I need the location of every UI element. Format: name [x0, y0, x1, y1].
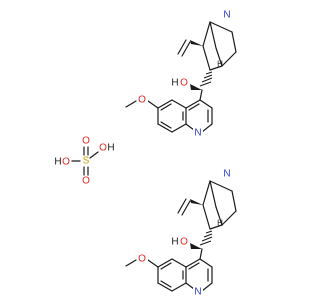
bond — [202, 21, 211, 47]
bridgehead-hydrogen-label: H — [217, 60, 223, 69]
bond — [209, 180, 217, 208]
quinine-molecule-top: N H H O O N — [125, 9, 237, 139]
bond — [125, 259, 137, 267]
sulfate-oh-hydrogen-label: H — [107, 143, 114, 154]
sulfate-oxo-oxygen-bottom-label: O — [82, 176, 90, 187]
bond — [188, 262, 200, 270]
bond — [209, 224, 223, 230]
bond — [221, 210, 237, 226]
bond — [157, 99, 173, 109]
bond — [209, 21, 233, 33]
hydroxyl-hydrogen-label: H — [171, 237, 178, 248]
hydroxyl-hydrogen-label: H — [171, 78, 178, 89]
quinoline-nitrogen-label: N — [194, 287, 201, 298]
chemical-structure-drawing: N H H O O N H O S O O O H — [54, 9, 237, 298]
stereo-hash-bond — [199, 71, 213, 87]
hydroxyl-oxygen-label: O — [180, 237, 188, 248]
bond — [160, 280, 172, 288]
bond — [202, 180, 211, 206]
stereo-wedge-bond — [190, 40, 203, 46]
sulfate-ho-oxygen-label: O — [62, 157, 70, 168]
bond — [181, 200, 191, 216]
bond — [215, 47, 223, 67]
bond — [202, 204, 211, 230]
stereo-wedge-bond — [190, 243, 202, 249]
bond — [231, 190, 237, 212]
bond — [157, 282, 173, 292]
bond — [157, 123, 173, 133]
bond — [147, 100, 159, 109]
sulfate-ho-hydrogen-label: H — [54, 157, 61, 168]
stereo-wedge-bond — [190, 199, 203, 205]
sulfur-label: S — [83, 156, 90, 167]
bond — [125, 100, 137, 108]
bond — [221, 51, 237, 67]
bond — [201, 282, 213, 292]
bond — [199, 248, 203, 260]
bond — [188, 103, 200, 111]
bond — [185, 258, 201, 268]
sulfate-oh-oxygen-label: O — [99, 143, 107, 154]
bond — [215, 206, 223, 226]
bond — [171, 99, 187, 109]
bond — [160, 262, 172, 270]
bond — [160, 103, 172, 111]
quinuclidine-nitrogen-label: N — [223, 169, 230, 180]
bond — [209, 21, 217, 49]
stereo-hash-bond — [199, 230, 213, 246]
bond — [201, 123, 213, 133]
bridgehead-hydrogen-label: H — [217, 219, 223, 228]
bond — [157, 258, 173, 268]
bond — [185, 282, 195, 290]
bond — [177, 39, 187, 55]
bond — [177, 198, 187, 214]
bond — [185, 99, 201, 109]
bond — [199, 258, 213, 268]
bond — [89, 151, 99, 159]
bond — [209, 180, 233, 192]
bond — [202, 45, 211, 71]
sulfuric-acid: H O S O O O H — [54, 136, 114, 187]
methoxy-oxygen-label: O — [138, 95, 146, 106]
bond — [209, 65, 223, 71]
sulfate-oxo-oxygen-top-label: O — [82, 136, 90, 147]
bond — [171, 258, 187, 268]
bond — [160, 121, 172, 129]
quinine-molecule-bottom: N H H O O N — [125, 168, 237, 298]
quinoline-nitrogen-label: N — [194, 128, 201, 139]
quinuclidine-nitrogen-label: N — [223, 10, 230, 21]
bond — [231, 31, 237, 53]
bond — [147, 259, 159, 268]
bond — [171, 282, 187, 292]
hydroxyl-oxygen-label: O — [180, 78, 188, 89]
bond — [171, 123, 187, 133]
methoxy-oxygen-label: O — [138, 254, 146, 265]
bond — [199, 99, 213, 109]
bond — [185, 123, 195, 131]
bond — [181, 41, 191, 57]
stereo-wedge-bond — [190, 84, 202, 90]
bond — [199, 89, 203, 101]
